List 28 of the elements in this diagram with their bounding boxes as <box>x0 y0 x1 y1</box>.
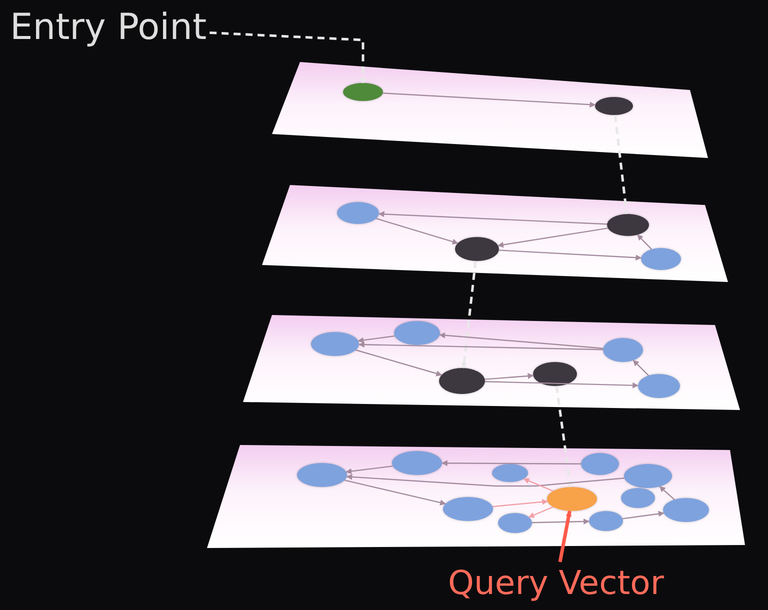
dashed-arrow <box>555 386 573 488</box>
arrow <box>498 250 642 261</box>
arrow <box>358 342 604 350</box>
arrow <box>356 349 442 376</box>
arrow <box>378 211 608 225</box>
arrow <box>498 228 608 248</box>
dashed-arrow <box>461 260 477 369</box>
arrow <box>441 460 581 466</box>
arrow <box>346 466 393 474</box>
caption-text: Query Vector <box>448 565 664 602</box>
arrow <box>622 510 664 520</box>
arrow <box>492 498 548 508</box>
arrow <box>382 92 596 108</box>
arrow <box>528 506 554 518</box>
arrow <box>439 332 604 349</box>
arrow <box>376 218 458 244</box>
dashed-arrow <box>210 31 366 84</box>
arrow <box>659 486 675 500</box>
arrow <box>532 518 590 525</box>
caption-text: Entry Point <box>10 8 207 48</box>
arrow <box>484 373 534 380</box>
arrow <box>637 234 652 250</box>
arrow <box>358 335 395 344</box>
arrow <box>632 360 650 376</box>
arrow <box>346 474 624 487</box>
arrow <box>344 480 446 506</box>
arrow <box>484 381 639 388</box>
arrow <box>523 478 554 492</box>
